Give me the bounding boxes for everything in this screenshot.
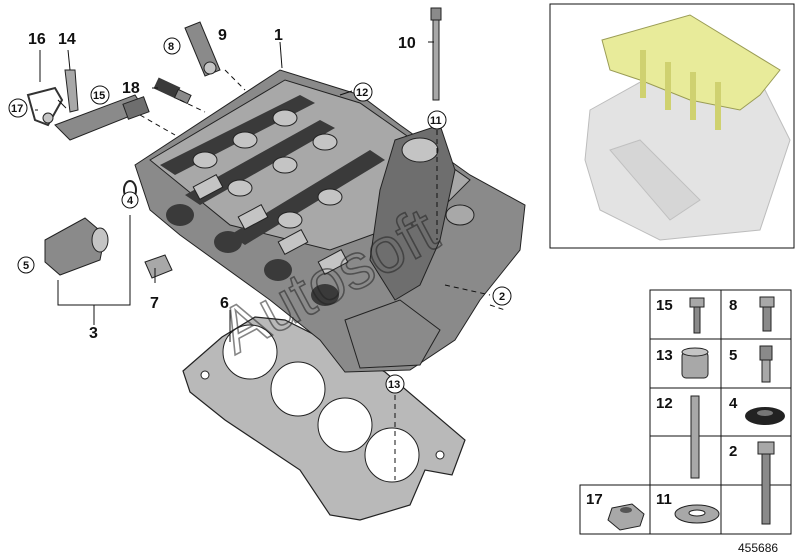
grid-label-2: 2 (729, 443, 737, 460)
circle-callout-15: 15 (93, 90, 105, 102)
callout-6: 6 (220, 295, 229, 312)
highlighted-cylinder-head (601, 14, 781, 111)
sleeve-13-image (681, 347, 709, 379)
callout-14: 14 (58, 31, 76, 48)
bolt-10 (430, 7, 442, 101)
callout-16: 16 (28, 31, 46, 48)
sensor-18 (153, 77, 192, 105)
bracket-14 (64, 69, 79, 113)
grid-label-4: 4 (729, 395, 738, 412)
engine-inset (549, 3, 795, 249)
grid-label-17: 17 (586, 491, 603, 508)
bolt-2-image (757, 441, 775, 525)
nut-17-image (607, 503, 645, 531)
circle-callout-8: 8 (168, 41, 174, 53)
washer-11-image (674, 504, 720, 524)
bracket-16 (26, 86, 64, 127)
cylinder-head (134, 69, 526, 373)
circle-callout-2: 2 (499, 291, 505, 303)
bolt-5-image (759, 345, 773, 383)
grid-label-13: 13 (656, 347, 673, 364)
bolt-15-image (689, 297, 705, 334)
callouts: 1 10 9 18 16 14 3 7 6 8 15 17 12 11 4 5 … (8, 27, 512, 394)
circle-callout-11: 11 (430, 115, 442, 127)
callout-1: 1 (274, 27, 283, 44)
callout-18: 18 (122, 80, 140, 97)
circle-callout-12: 12 (356, 87, 368, 99)
circle-callout-4: 4 (127, 195, 134, 207)
grid-label-15: 15 (656, 297, 673, 314)
solenoid-valve (44, 217, 109, 276)
grid-label-11: 11 (656, 491, 672, 508)
leader-lines (35, 41, 506, 480)
grid-label-5: 5 (729, 347, 737, 364)
sensor-9 (184, 21, 221, 77)
sensor-15 (42, 94, 150, 141)
parts-grid: 15 8 13 5 12 4 (579, 289, 792, 535)
screw-8-image (759, 296, 775, 332)
diagram-id: 455686 (738, 541, 778, 555)
callout-10: 10 (398, 35, 416, 52)
stud-12-image (690, 395, 700, 479)
circle-callout-13: 13 (388, 379, 400, 391)
callout-3: 3 (89, 325, 98, 342)
bushing-7 (144, 254, 173, 279)
callout-7: 7 (150, 295, 159, 312)
callout-9: 9 (218, 27, 227, 44)
grid-label-12: 12 (656, 395, 673, 412)
circle-callout-17: 17 (11, 103, 23, 115)
circle-callout-5: 5 (23, 260, 29, 272)
grid-label-8: 8 (729, 297, 737, 314)
grommet-4-image (745, 407, 785, 425)
